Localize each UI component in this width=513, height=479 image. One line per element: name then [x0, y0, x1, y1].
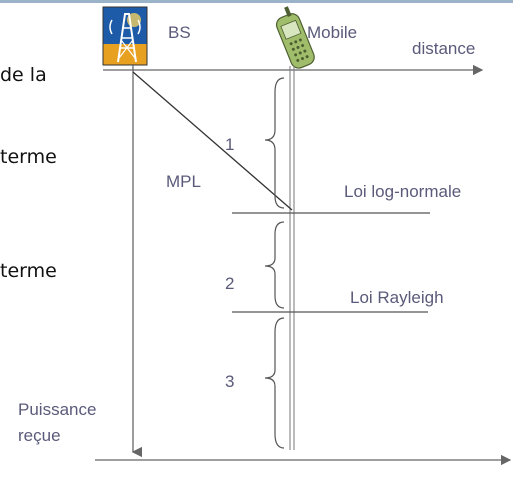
region-1-label: 1: [225, 135, 234, 154]
bs-label: BS: [168, 23, 191, 42]
left-fragment-3: terme: [0, 260, 57, 282]
mobile-label: Mobile: [307, 23, 357, 42]
top-rule: [0, 0, 513, 3]
radio-tower-icon: [102, 6, 148, 66]
left-fragment-1: de la: [0, 64, 47, 86]
mpl-line: [132, 71, 293, 211]
brace-2: [264, 221, 285, 309]
rayleigh-label: Loi Rayleigh: [350, 288, 444, 307]
distance-label: distance: [412, 39, 475, 58]
log-normal-label: Loi log-normale: [344, 182, 461, 201]
mobile-phone-icon: [275, 6, 315, 69]
received-power-label-line1: Puissance: [18, 400, 96, 419]
brace-3: [264, 317, 285, 449]
region-2-label: 2: [225, 274, 234, 293]
region-3-label: 3: [225, 372, 234, 391]
left-fragment-2: terme: [0, 146, 57, 168]
brace-1: [264, 77, 285, 209]
mpl-label: MPL: [166, 172, 201, 191]
received-power-label-line2: reçue: [18, 426, 61, 445]
